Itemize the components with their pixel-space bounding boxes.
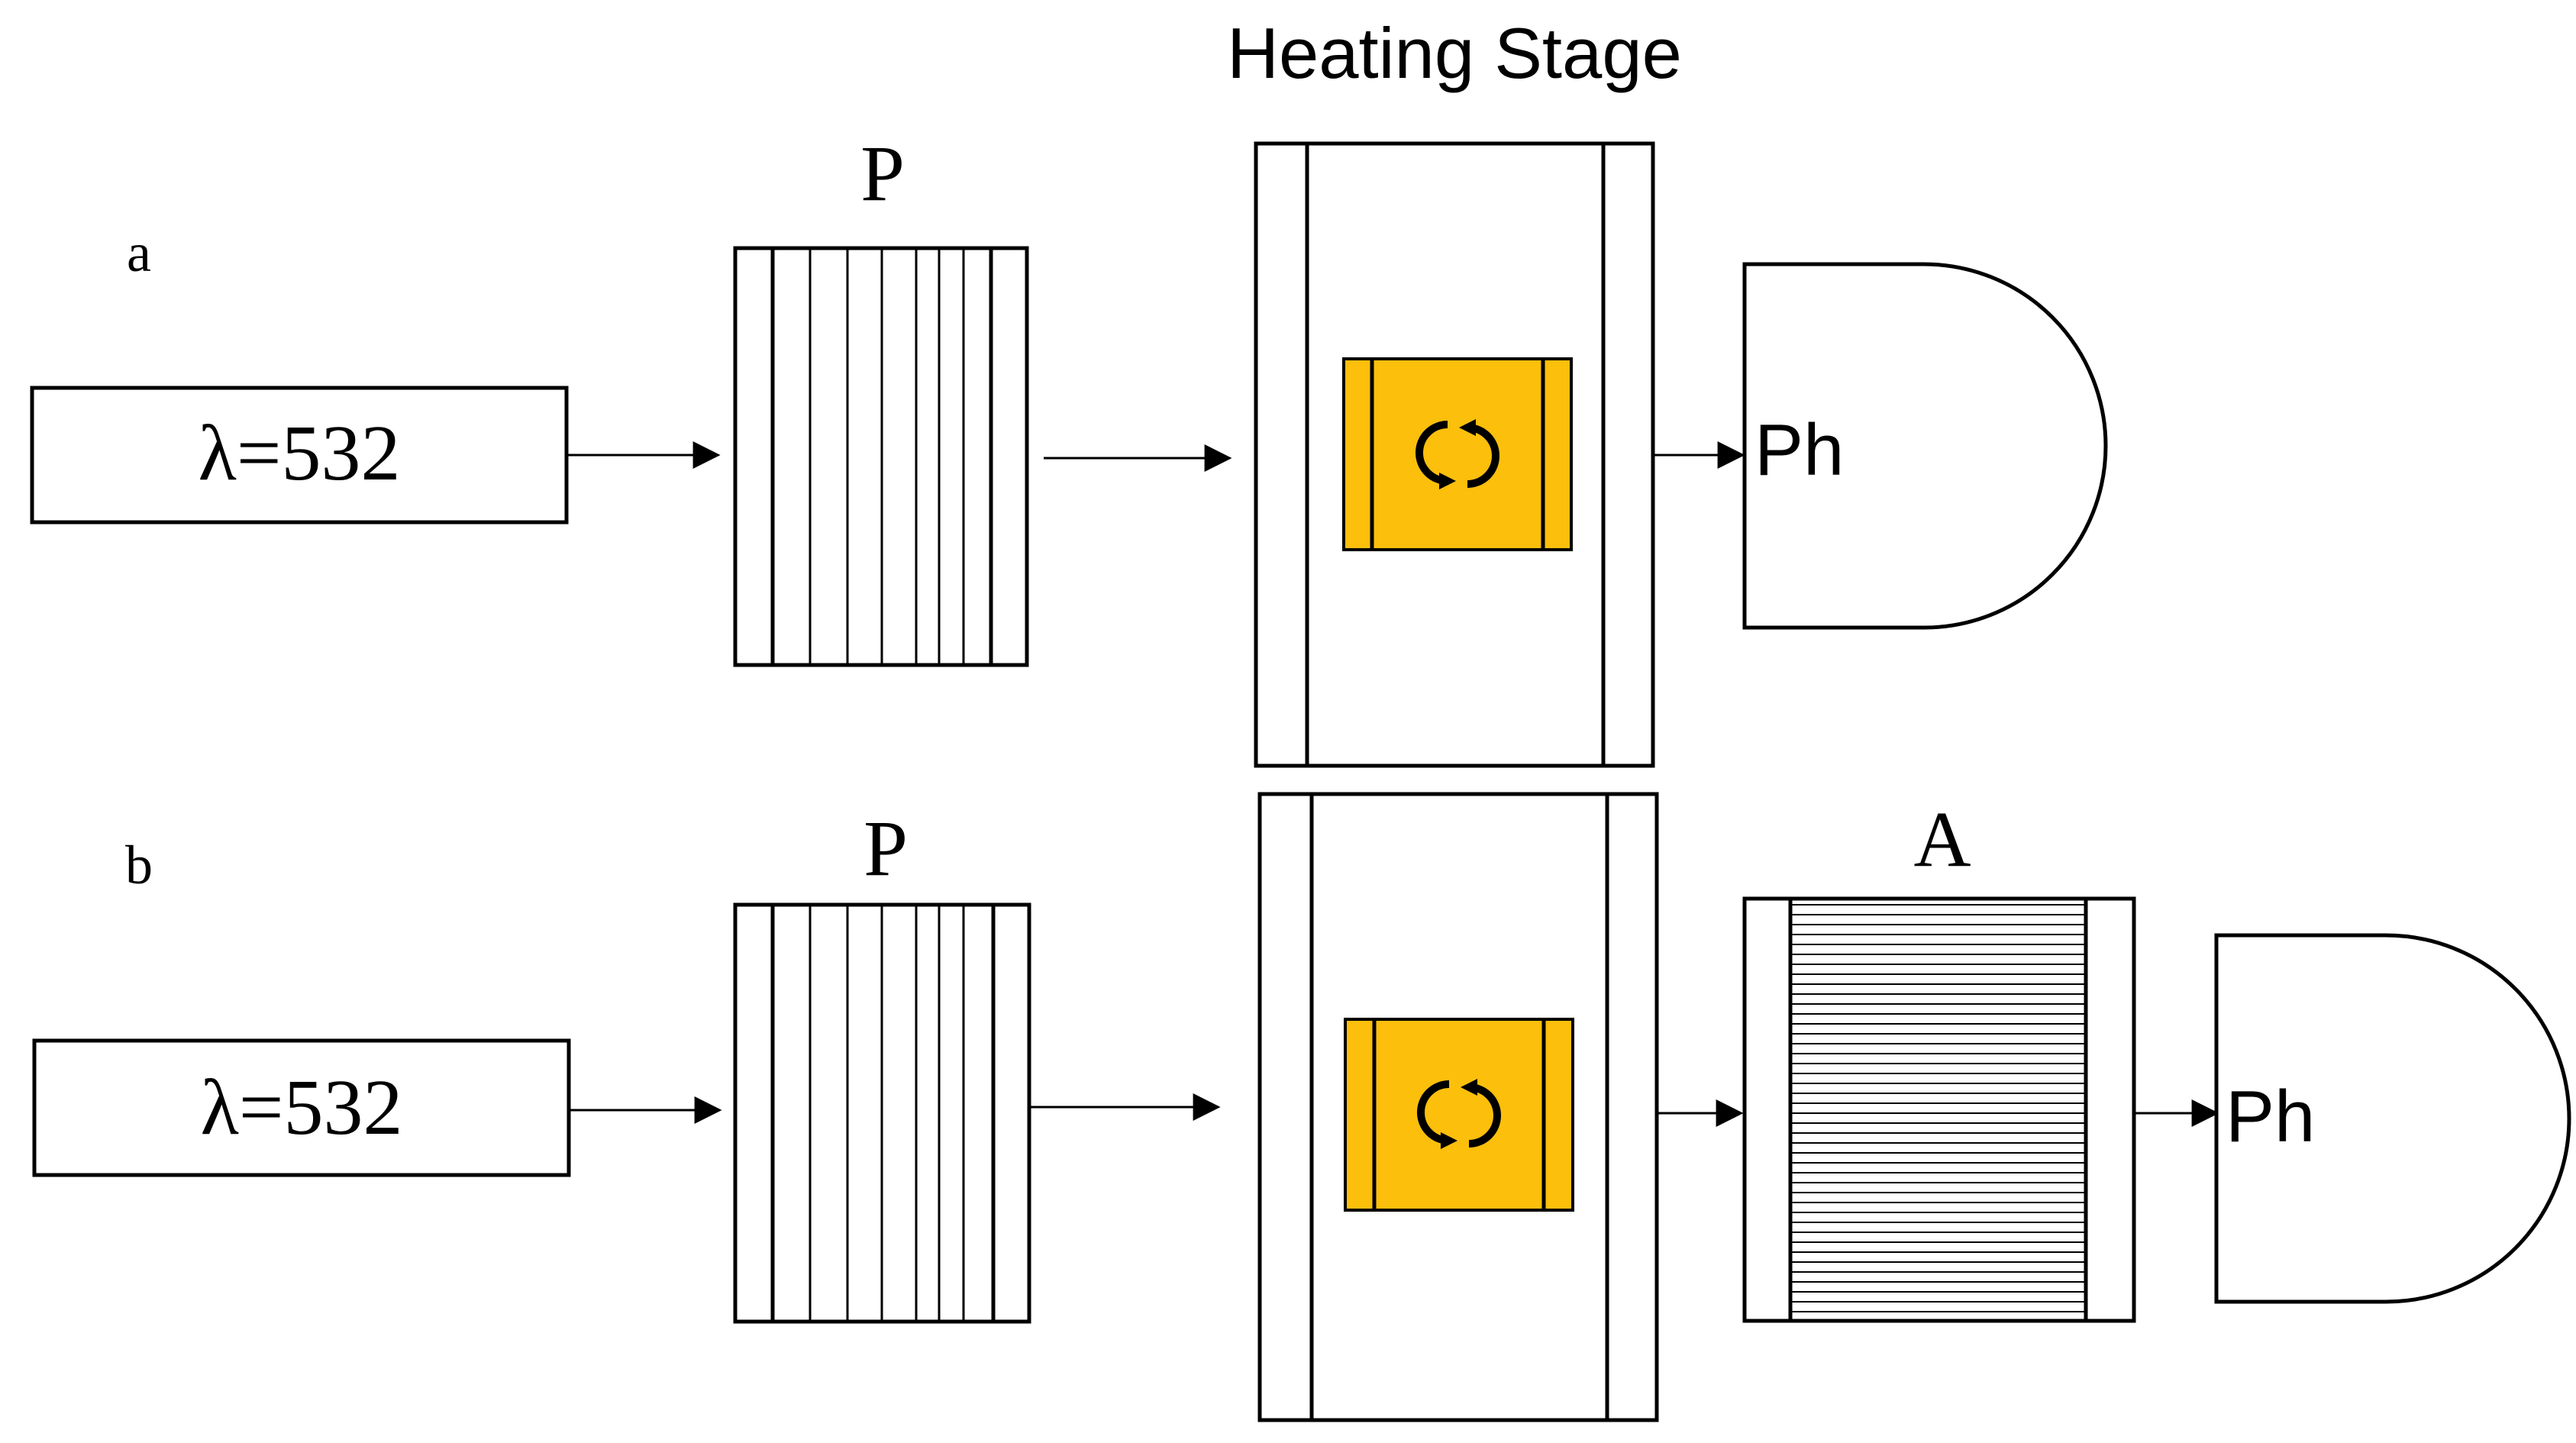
rotate-arrows-icon — [1417, 1079, 1501, 1149]
heating-stage-title: Heating Stage — [1227, 13, 1682, 93]
polarizer-b: P — [733, 805, 1031, 1324]
heating-stage-b — [1257, 792, 1659, 1422]
rotate-arrows-icon — [1416, 419, 1499, 489]
sample-cell-a — [1342, 357, 1573, 551]
photodetector-a: Ph — [1742, 262, 2108, 630]
sample-a — [1342, 357, 1573, 551]
photodetector-b: Ph — [2214, 933, 2571, 1304]
sample-cell-b — [1344, 1018, 1574, 1212]
photodetector-label-b: Ph — [2226, 1076, 2315, 1157]
photodetector-label-a: Ph — [1754, 409, 1844, 491]
analyzer-grating — [1790, 904, 2086, 1312]
panel-b-label: b — [125, 834, 153, 896]
panel-a-label: a — [127, 222, 151, 283]
polarizer-label-a: P — [860, 130, 905, 218]
analyzer-label-b: A — [1913, 796, 1971, 883]
polarizer-label-b: P — [864, 805, 908, 893]
polarizer-a: P — [733, 130, 1029, 667]
panel-b: b λ=532 P — [32, 792, 2571, 1422]
laser-source-b: λ=532 — [32, 1038, 571, 1177]
laser-source-a: λ=532 — [30, 386, 569, 525]
heating-stage-a — [1254, 141, 1655, 768]
sample-b — [1344, 1018, 1574, 1212]
laser-wavelength-a: λ=532 — [198, 409, 400, 497]
panel-a: a λ=532 P — [30, 130, 2108, 768]
laser-wavelength-b: λ=532 — [200, 1064, 402, 1151]
analyzer-b: A — [1742, 796, 2136, 1323]
